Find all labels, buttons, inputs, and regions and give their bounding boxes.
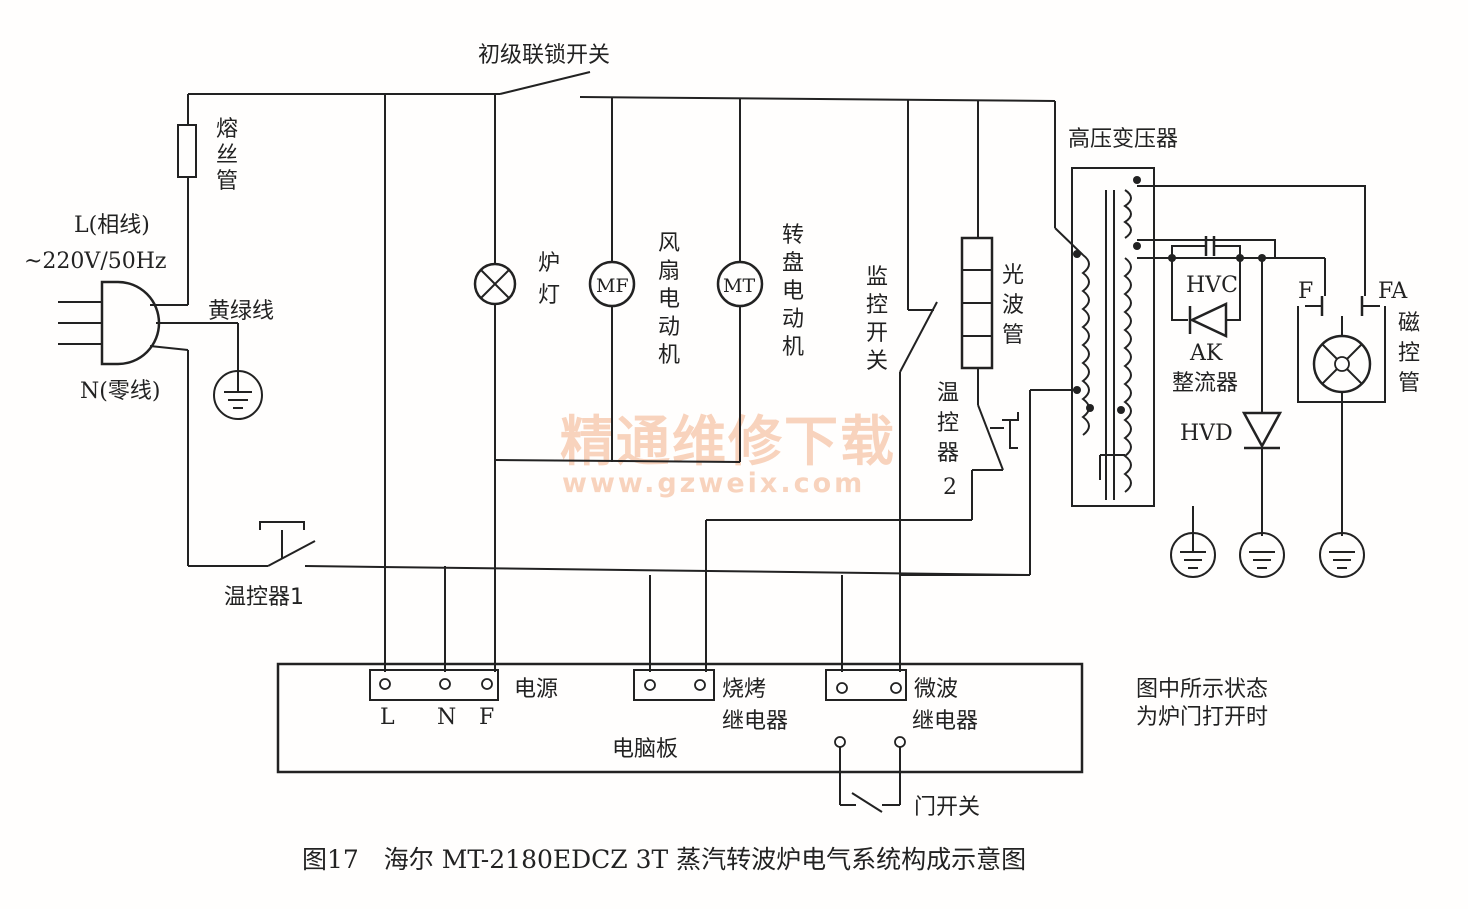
power-label: 电源 bbox=[514, 677, 558, 702]
ground-icon bbox=[1239, 532, 1285, 578]
microwave-relay-block bbox=[825, 669, 907, 701]
hv-transformer: 高压变压器 bbox=[1068, 127, 1178, 507]
turntable-motor-label-2: 盘 bbox=[782, 251, 804, 276]
magnetron: F FA 磁 控 管 bbox=[1297, 279, 1420, 536]
transformer-frame bbox=[1071, 167, 1155, 507]
turntable-motor: MT 转 盘 电 动 机 bbox=[716, 98, 804, 462]
turntable-motor-label-4: 动 bbox=[782, 307, 804, 332]
power-terminal-block bbox=[369, 669, 499, 701]
monitor-switch-label-3: 开 bbox=[866, 321, 888, 346]
light-wave-tube: 光 波 管 bbox=[960, 100, 1024, 405]
thermostat-2-label-1: 温 bbox=[937, 381, 959, 406]
wire-motor-return bbox=[494, 459, 741, 463]
door-switch: 门开关 bbox=[839, 747, 980, 820]
earth-wire-label: 黄绿线 bbox=[208, 299, 274, 324]
watermark-text-cn: 精通维修下载 bbox=[560, 410, 896, 473]
figure-caption: 图17 海尔 MT-2180EDCZ 3T 蒸汽转波炉电气系统构成示意图 bbox=[302, 845, 1026, 874]
hvc-capacitor: HVC bbox=[1171, 236, 1241, 298]
lamp-icon: 炉 灯 bbox=[473, 251, 560, 308]
hv-transformer-label: 高压变压器 bbox=[1068, 127, 1178, 152]
hvd-diode: HVD bbox=[1180, 258, 1283, 536]
light-tube-label-2: 波 bbox=[1002, 293, 1024, 318]
fuse: 熔 丝 管 bbox=[150, 94, 238, 306]
fan-motor-label-3: 电 bbox=[658, 287, 680, 312]
microwave-relay-label-2: 继电器 bbox=[912, 709, 978, 734]
rectifier-diode: AK 整流器 bbox=[1171, 258, 1241, 396]
turntable-motor-label-3: 电 bbox=[782, 279, 804, 304]
microwave-relay-label-1: 微波 bbox=[914, 677, 958, 702]
phase-line-label: L(相线) bbox=[74, 213, 150, 238]
light-tube-label-3: 管 bbox=[1002, 323, 1024, 348]
light-tube-label-1: 光 bbox=[1002, 263, 1024, 288]
thermostat-2-label-4: 2 bbox=[943, 475, 957, 500]
door-switch-label: 门开关 bbox=[914, 795, 980, 820]
turntable-motor-label-5: 机 bbox=[782, 335, 804, 360]
fan-motor-label-5: 机 bbox=[658, 343, 680, 368]
thermostat-1: 温控器1 bbox=[188, 521, 1031, 610]
fuse-label-1: 熔 bbox=[216, 117, 238, 142]
fan-motor-symbol: MF bbox=[596, 275, 629, 297]
fuse-label-3: 管 bbox=[216, 169, 238, 194]
fuse-label-2: 丝 bbox=[216, 143, 238, 168]
voltage-label: ~220V/50Hz bbox=[24, 249, 167, 274]
state-note-line-1: 图中所示状态 bbox=[1136, 677, 1268, 702]
control-board-frame bbox=[276, 662, 1084, 774]
magnetron-fa-label: FA bbox=[1378, 279, 1408, 304]
lamp-label-2: 灯 bbox=[538, 283, 560, 308]
fan-motor-label-2: 扇 bbox=[658, 259, 680, 284]
primary-interlock-switch-blade bbox=[499, 71, 591, 95]
fan-motor: MF 风 扇 电 动 机 bbox=[588, 97, 680, 462]
terminal-f: F bbox=[479, 705, 494, 730]
control-board: L N F 电源 烧烤 继电器 微波 继电器 电脑板 bbox=[276, 662, 1084, 774]
terminal-n: N bbox=[437, 705, 456, 730]
monitor-switch-label-1: 监 bbox=[866, 265, 888, 290]
magnetron-label-3: 管 bbox=[1398, 371, 1420, 396]
turntable-motor-label-1: 转 bbox=[782, 223, 804, 248]
hvd-label: HVD bbox=[1180, 421, 1233, 446]
thermostat-2-label-2: 控 bbox=[937, 411, 959, 436]
monitor-switch-label-4: 关 bbox=[866, 349, 888, 374]
monitor-switch-label-2: 控 bbox=[866, 293, 888, 318]
thermostat-2: 温 控 器 2 bbox=[705, 381, 1019, 672]
grill-relay-label-2: 继电器 bbox=[722, 709, 788, 734]
neutral-label: N(零线) bbox=[80, 379, 160, 404]
wire-filament-a bbox=[1137, 185, 1366, 296]
primary-interlock-label: 初级联锁开关 bbox=[478, 43, 610, 68]
thermostat-1-label: 温控器1 bbox=[224, 585, 304, 610]
ground-icon bbox=[1319, 532, 1365, 578]
state-note-line-2: 为炉门打开时 bbox=[1136, 705, 1268, 730]
fuse-body bbox=[177, 124, 197, 178]
fan-motor-label-1: 风 bbox=[658, 231, 680, 256]
watermark: 精通维修下载 www.gzweix.com bbox=[560, 410, 896, 499]
magnetron-label-2: 控 bbox=[1398, 341, 1420, 366]
grill-relay-label-1: 烧烤 bbox=[722, 677, 766, 702]
turntable-motor-symbol: MT bbox=[723, 275, 755, 297]
control-board-label: 电脑板 bbox=[612, 737, 678, 762]
ak-label: AK bbox=[1189, 341, 1223, 366]
magnetron-f-label: F bbox=[1298, 279, 1313, 304]
magnetron-label-1: 磁 bbox=[1398, 311, 1420, 336]
wire-filament-b bbox=[1137, 239, 1276, 258]
rectifier-label: 整流器 bbox=[1172, 371, 1238, 396]
grill-relay-block bbox=[633, 669, 715, 701]
hvc-label: HVC bbox=[1186, 273, 1238, 298]
terminal-l: L bbox=[380, 705, 395, 730]
watermark-text-url: www.gzweix.com bbox=[562, 468, 865, 499]
power-plug: L(相线) ~220V/50Hz N(零线) 黄绿线 bbox=[24, 213, 274, 566]
ground-icon bbox=[213, 370, 263, 420]
thermostat-2-label-3: 器 bbox=[937, 441, 959, 466]
fan-motor-label-4: 动 bbox=[658, 315, 680, 340]
lamp-label-1: 炉 bbox=[538, 251, 560, 276]
top-bus: 初级联锁开关 bbox=[188, 43, 1084, 256]
ground-icon bbox=[1170, 532, 1216, 578]
monitor-switch: 监 控 开 关 bbox=[866, 100, 938, 672]
